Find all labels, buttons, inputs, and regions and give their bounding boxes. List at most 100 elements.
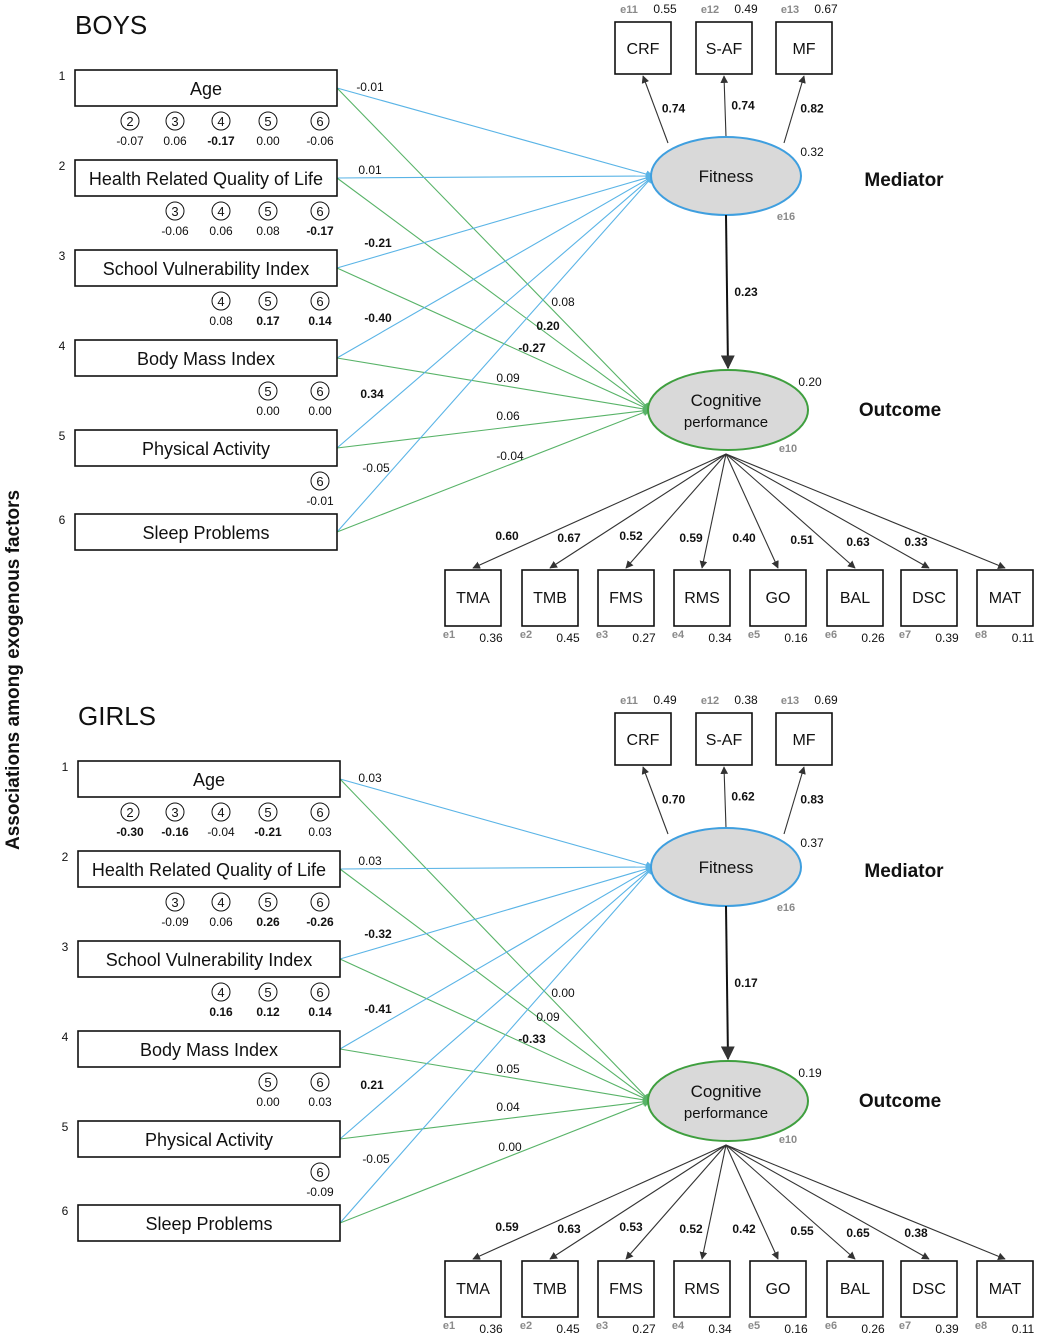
correlation-circle <box>310 802 330 822</box>
correlation-circle <box>211 802 231 822</box>
role-mediator: Mediator <box>864 170 944 191</box>
indicator-label: CRF <box>627 732 660 749</box>
factor-label: Health Related Quality of Life <box>92 860 326 880</box>
loading-arrow <box>725 1144 856 1260</box>
path-to-cognitive <box>339 1048 651 1104</box>
indicator-r2: 0.16 <box>784 1322 808 1336</box>
cognitive-error: e10 <box>779 443 797 455</box>
indicator-loading: 0.38 <box>904 1226 928 1240</box>
loading-arrow <box>549 453 727 569</box>
indicator-r2: 0.34 <box>708 1322 732 1336</box>
indicator-rect <box>749 1260 807 1318</box>
indicator-rect <box>826 569 884 627</box>
indicator-r2: 0.11 <box>1012 1322 1035 1336</box>
indicator-r2: 0.27 <box>632 631 656 645</box>
correlation-circle <box>310 892 330 912</box>
correlation-circle <box>258 381 278 401</box>
indicator-loading: 0.70 <box>662 793 686 807</box>
indicator-error: e5 <box>748 1320 760 1332</box>
factor-label: Age <box>190 79 222 99</box>
correlation-target: 5 <box>264 985 271 1000</box>
correlation-target: 6 <box>316 204 323 219</box>
indicator-r2: 0.55 <box>653 2 677 16</box>
correlation-circle <box>258 892 278 912</box>
indicator-r2: 0.69 <box>814 693 838 707</box>
factor-rect <box>74 69 338 107</box>
correlation-value: 0.00 <box>256 1095 280 1109</box>
correlation-value: -0.09 <box>161 915 189 929</box>
path-to-cognitive <box>336 357 651 413</box>
correlation-circle <box>165 201 185 221</box>
factor-box-school-vulnerability-index: School Vulnerability Index340.0850.1760.… <box>59 249 338 328</box>
coef-to-cognitive: 0.00 <box>498 1140 522 1154</box>
indicator-loading: 0.33 <box>904 535 928 549</box>
indicator-rect <box>521 1260 579 1318</box>
loading-arrow <box>725 453 856 569</box>
correlation-value: -0.06 <box>161 224 189 238</box>
loading-arrow <box>725 453 1006 569</box>
coef-to-fitness: -0.40 <box>364 311 392 325</box>
coef-to-cognitive: 0.09 <box>496 371 520 385</box>
correlation-target: 6 <box>316 895 323 910</box>
indicator-rect <box>749 569 807 627</box>
correlation-circle <box>165 111 185 131</box>
factor-box-school-vulnerability-index: School Vulnerability Index340.1650.1260.… <box>62 940 341 1019</box>
indicator-rect <box>614 712 672 766</box>
indicator-rect <box>775 712 833 766</box>
indicator-rect <box>695 21 753 75</box>
correlation-value: 0.08 <box>256 224 280 238</box>
path-to-fitness <box>339 866 654 1050</box>
path-to-cognitive <box>336 267 651 411</box>
indicator-r2: 0.49 <box>734 2 758 16</box>
correlation-value: 0.14 <box>308 314 332 328</box>
path-to-cognitive <box>336 408 651 533</box>
correlation-circle <box>211 201 231 221</box>
indicator-error: e3 <box>596 629 608 641</box>
fitness-label: Fitness <box>699 858 754 877</box>
coef-to-cognitive: 0.00 <box>551 986 575 1000</box>
correlation-value: 0.12 <box>256 1005 280 1019</box>
coef-to-cognitive: 0.08 <box>551 295 575 309</box>
indicator-label: GO <box>766 590 791 607</box>
indicator-loading: 0.74 <box>731 99 755 113</box>
correlation-circle <box>310 1162 330 1182</box>
factor-label: Body Mass Index <box>137 349 275 369</box>
indicator-r2: 0.34 <box>708 631 732 645</box>
indicator-r2: 0.49 <box>653 693 677 707</box>
factor-index: 4 <box>62 1030 69 1044</box>
factor-index: 5 <box>62 1120 69 1134</box>
loading-arrow <box>725 1144 930 1260</box>
correlation-circle <box>120 111 140 131</box>
indicator-error: e3 <box>596 1320 608 1332</box>
correlation-target: 4 <box>217 895 224 910</box>
loading-arrow <box>720 75 729 138</box>
indicator-label: TMA <box>456 590 490 607</box>
indicator-r2: 0.39 <box>935 631 959 645</box>
loading-arrow <box>783 766 806 835</box>
indicator-label: GO <box>766 1281 791 1298</box>
correlation-target: 6 <box>316 1165 323 1180</box>
factor-index: 3 <box>62 940 69 954</box>
correlation-target: 5 <box>264 805 271 820</box>
correlation-circle <box>211 892 231 912</box>
correlation-circle <box>211 111 231 131</box>
correlation-circle <box>310 982 330 1002</box>
indicator-error: e8 <box>975 629 987 641</box>
coef-to-fitness: -0.21 <box>364 236 392 250</box>
indicator-error: e4 <box>672 1320 685 1332</box>
indicator-loading: 0.59 <box>495 1220 519 1234</box>
indicator-label: MAT <box>989 1281 1022 1298</box>
indicator-rect <box>976 1260 1034 1318</box>
correlation-circle <box>310 471 330 491</box>
correlation-value: -0.16 <box>161 825 189 839</box>
indicator-r2: 0.45 <box>556 1322 580 1336</box>
cognitive-label-line1: Cognitive <box>691 391 762 410</box>
mediation-arrow <box>720 214 735 370</box>
factor-label: Physical Activity <box>145 1130 273 1150</box>
factor-box-health-related-quality-of-life: Health Related Quality of Life23-0.0640.… <box>59 159 338 238</box>
